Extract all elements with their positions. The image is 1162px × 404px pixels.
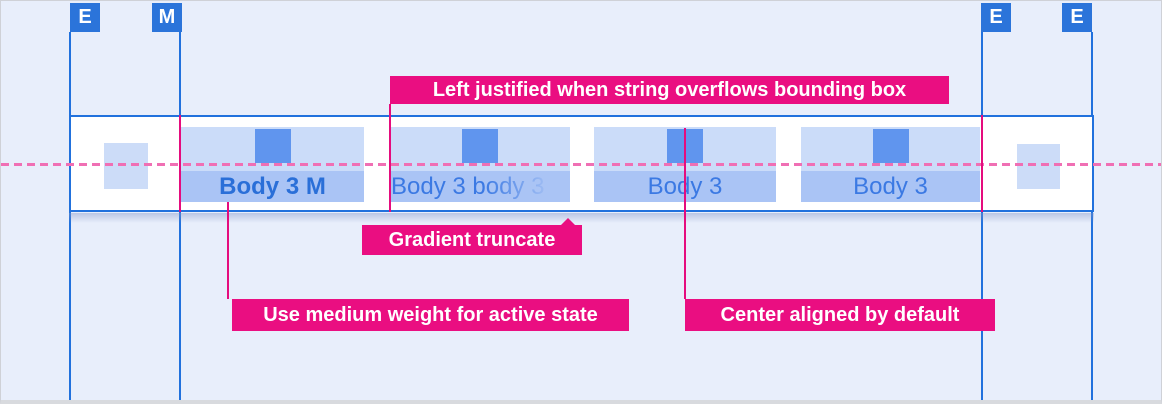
tab-body3-truncated[interactable]: Body 3 body 3 b [389,127,570,202]
margin-badge-right: E [981,3,1011,32]
tab-label: Body 3 body 3 b [389,171,570,202]
connector-center-aligned [684,128,686,299]
annotation-gradient-truncate: Gradient truncate [362,218,582,255]
connector-left-justified [389,104,391,212]
annotation-medium-weight: Use medium weight for active state [232,299,629,331]
left-edge-square-icon [104,143,148,189]
margin-badge-left: M [152,3,182,32]
guide-line-left-edge [69,32,71,400]
annotation-text: Gradient truncate [388,228,556,251]
guide-line-right-edge [1091,32,1093,400]
baseline-dashed-line [1,163,1161,166]
gradient-truncate-overlay [483,171,570,202]
tab-label: Body 3 [801,171,980,202]
edge-badge-left: E [70,3,100,32]
tab-bar-shadow [69,213,1094,223]
square-icon [872,129,909,163]
annotation-center-aligned: Center aligned by default [685,299,995,331]
square-icon [254,129,291,163]
pointer-up-icon [561,218,575,225]
annotation-left-justified: Left justified when string overflows bou… [390,76,949,104]
right-edge-square-icon [1017,144,1060,189]
edge-badge-right: E [1062,3,1092,32]
tab-area-boundary-left [179,115,181,212]
guide-line-left-margin [179,32,181,400]
tab-label: Body 3 M [181,171,364,202]
square-icon [461,129,498,163]
connector-medium-weight [227,202,229,299]
tab-area-boundary-right [981,115,983,212]
guide-line-right-margin [981,32,983,400]
